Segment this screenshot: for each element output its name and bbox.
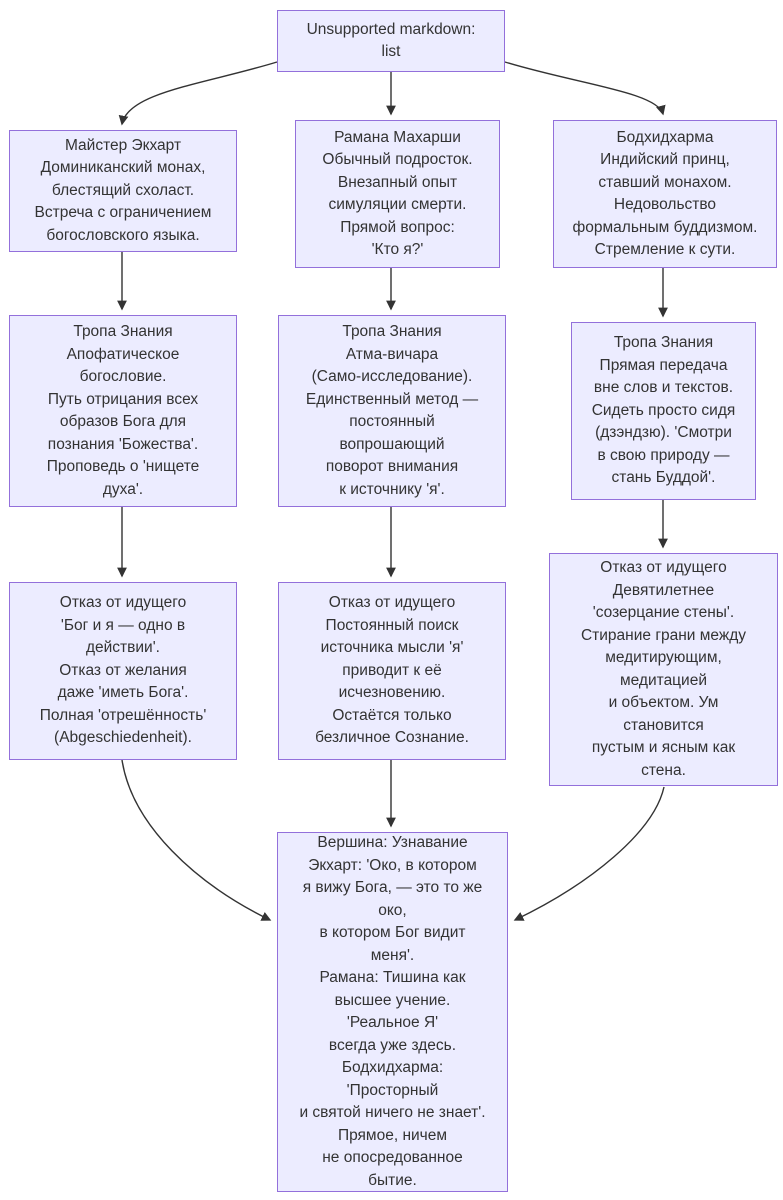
node-summit: Вершина: Узнавание Экхарт: 'Око, в котор… xyxy=(277,832,508,1192)
node-ramana-renunciation: Отказ от идущего Постоянный поиск источн… xyxy=(278,582,506,760)
edge-root-to-bodhidharma-intro xyxy=(504,61,666,116)
node-bodhidharma-path: Тропа Знания Прямая передача вне слов и … xyxy=(571,322,756,500)
node-root: Unsupported markdown: list xyxy=(277,10,505,72)
node-bodhidharma-renunciation: Отказ от идущего Девятилетнее 'созерцани… xyxy=(549,553,778,786)
node-bodhidharma-intro: Бодхидхарма Индийский принц, ставший мон… xyxy=(553,120,777,268)
edge-bodhidharma-renunciation-to-summit xyxy=(513,786,665,921)
edge-root-to-eckhart-intro xyxy=(118,61,278,126)
node-ramana-intro: Рамана Махарши Обычный подросток. Внезап… xyxy=(295,120,500,268)
node-ramana-path: Тропа Знания Атма-вичара (Само-исследова… xyxy=(278,315,506,507)
node-eckhart-path: Тропа Знания Апофатическое богословие. П… xyxy=(9,315,237,507)
node-eckhart-renunciation: Отказ от идущего 'Бог и я — одно в дейст… xyxy=(9,582,237,760)
edge-eckhart-renunciation-to-summit xyxy=(121,759,272,921)
node-eckhart-intro: Майстер Экхарт Доминиканский монах, блес… xyxy=(9,130,237,252)
